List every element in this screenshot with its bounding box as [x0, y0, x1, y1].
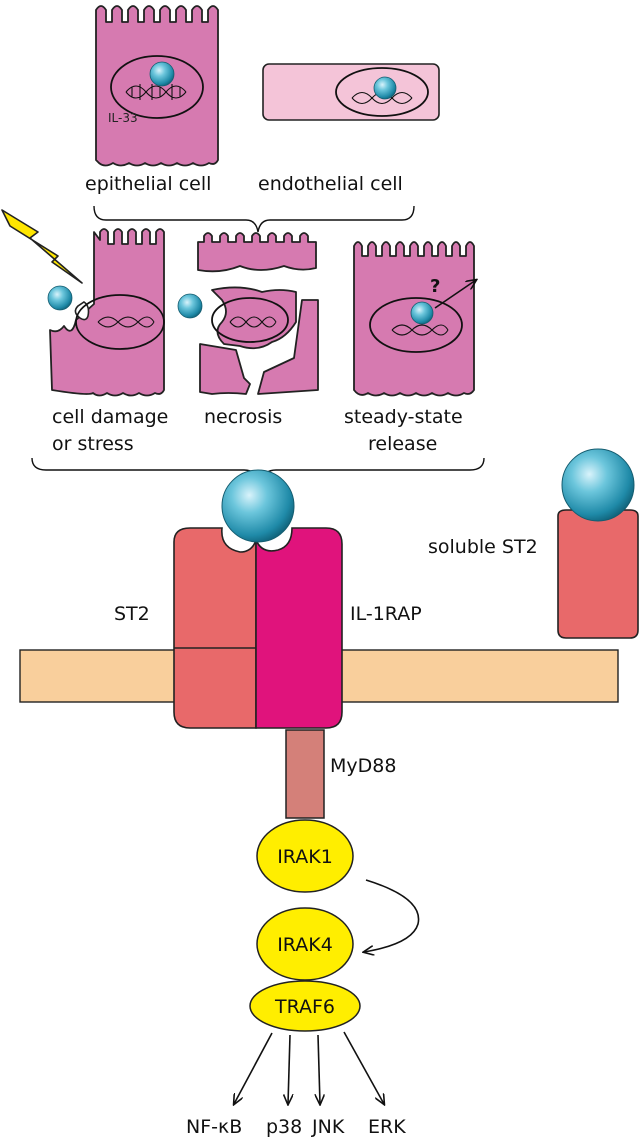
dna-icon	[97, 316, 155, 328]
endothelial-cell	[262, 63, 440, 121]
il1rap-label: IL-1RAP	[350, 603, 422, 625]
endothelial-cell-label: endothelial cell	[258, 173, 403, 195]
st2-label: ST2	[114, 603, 150, 625]
dna-icon	[229, 316, 277, 328]
output-erk: ERK	[368, 1116, 406, 1138]
export-arrow-icon	[434, 280, 476, 309]
epithelial-cell: IL-33	[95, 5, 219, 167]
myd88-adaptor	[285, 729, 325, 819]
dna-icon	[125, 84, 187, 100]
epithelial-cell-label: epithelial cell	[85, 173, 211, 195]
damage-label-line1: cell damage	[52, 406, 168, 428]
il33-protein-icon	[410, 301, 434, 325]
p38-arrow	[288, 1034, 290, 1104]
il1rap-receptor	[255, 527, 343, 729]
il33-bound-icon	[561, 448, 635, 522]
erk-arrow	[343, 1031, 384, 1104]
traf6-label: TRAF6	[274, 996, 335, 1018]
epithelial-nucleus	[110, 55, 204, 119]
necrotic-cell	[177, 232, 319, 395]
il33-bound-icon	[221, 469, 295, 543]
output-jnk: JNK	[311, 1116, 345, 1138]
il33-protein-icon	[47, 285, 73, 311]
endothelial-nucleus	[335, 67, 429, 117]
damaged-nucleus	[75, 294, 165, 350]
output-p38: p38	[266, 1116, 302, 1138]
jnk-arrow	[318, 1034, 320, 1104]
dna-icon	[391, 324, 449, 336]
irak4-label: IRAK4	[277, 934, 333, 956]
steady-state-label-line2: release	[368, 433, 437, 455]
il33-protein-icon	[149, 61, 175, 87]
nfkb-arrow	[234, 1032, 273, 1104]
traf6-node	[249, 980, 361, 1032]
il33-protein-icon	[177, 293, 203, 319]
necrosis-label: necrosis	[204, 406, 282, 428]
myd88-label: MyD88	[330, 755, 396, 777]
il33-protein-icon	[373, 76, 397, 100]
output-nfkb: NF-κB	[186, 1116, 242, 1138]
irak4-node	[256, 907, 354, 981]
il33-label: IL-33	[108, 111, 138, 125]
damage-label-line2: or stress	[52, 433, 134, 455]
irak1-to-irak4-arrow	[364, 879, 420, 952]
necrotic-nucleus	[211, 297, 289, 343]
lightning-icon	[1, 209, 83, 284]
irak1-node	[256, 819, 354, 893]
irak1-label: IRAK1	[277, 846, 333, 868]
soluble-st2	[557, 448, 639, 639]
steady-state-label-line1: steady-state	[344, 406, 463, 428]
damaged-cell	[47, 228, 165, 397]
soluble-st2-label: soluble ST2	[428, 536, 538, 558]
question-mark: ?	[430, 276, 440, 297]
steady-state-nucleus	[369, 297, 463, 353]
steady-state-cell: ?	[353, 241, 476, 397]
st2-receptor	[173, 527, 257, 729]
top-brace	[93, 205, 415, 233]
